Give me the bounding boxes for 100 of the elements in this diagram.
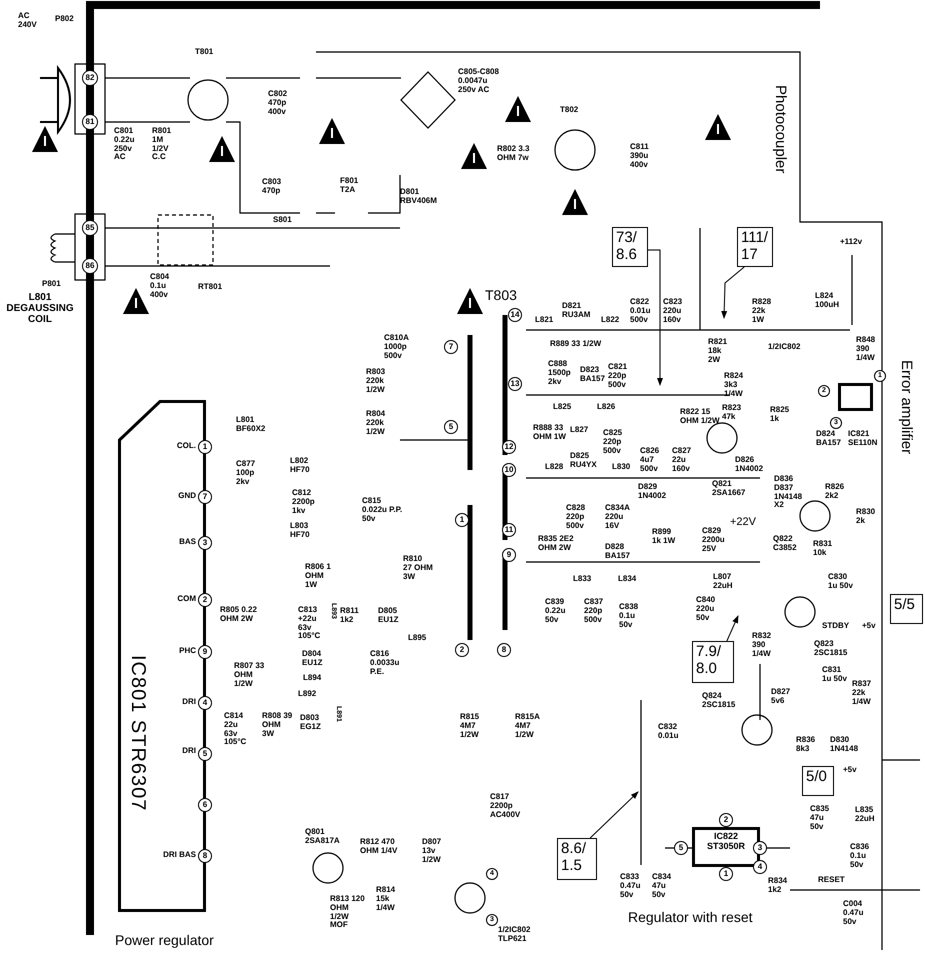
component-label: C805-C808 0.0047u 250v AC (458, 68, 500, 94)
component-label: R848 390 1/4W (856, 336, 876, 362)
component-label: 1/2IC802 (768, 343, 802, 352)
component-label: L826 (597, 403, 616, 412)
pin-number: 13 (508, 377, 522, 391)
component-label: R815 4M7 1/2W (460, 713, 480, 740)
pin-name: DRI (181, 698, 196, 707)
leader-line (726, 615, 738, 642)
component-label: L801 BF60X2 (236, 416, 266, 434)
component-label: C837 220p 500v (584, 598, 604, 624)
component-label: D804 EU1Z (302, 650, 324, 668)
pin-name: BAS (178, 538, 196, 547)
component-label: R888 33 OHM 1W (533, 424, 567, 442)
component-label: S801 (273, 216, 293, 225)
pin-name: COL. (176, 442, 196, 451)
component-label: R831 10k (813, 540, 834, 558)
ic-outline (118, 400, 206, 912)
component-label: IC821 SE110N (848, 430, 878, 448)
pin-number: 1 (719, 867, 733, 881)
pin-number: 4 (753, 860, 767, 874)
component-label: D805 EU1Z (378, 607, 400, 625)
component-label: D824 BA157 (816, 430, 842, 448)
component-label: C833 0.47u 50v (620, 873, 642, 900)
leader-line (648, 250, 663, 386)
pin-number: 9 (502, 548, 516, 562)
component-label: D803 EG1Z (300, 714, 322, 732)
component-label: C825 220p 500v (603, 429, 624, 456)
pin-number: 82 (82, 70, 98, 86)
component-label: D821 RU3AM (562, 302, 592, 320)
pin-number: 4 (198, 696, 212, 710)
component-label: C822 0.01u 500v (630, 298, 652, 324)
component-label: L894 (303, 674, 322, 683)
component-label: L830 (612, 463, 632, 472)
component-label: C827 22u 160v (672, 447, 692, 474)
component-label: C888 1500p 2kv (548, 360, 572, 386)
component-label: L895 (408, 634, 428, 643)
component-label: RESET (818, 876, 846, 885)
pin-name: GND (177, 492, 196, 501)
component-label: R801 1M 1/2V C.C (152, 127, 172, 162)
component-label: R834 1k2 (768, 877, 788, 895)
pin-number: 6 (198, 798, 212, 812)
component-label: R802 3.3 OHM 7w (497, 145, 530, 163)
component-label: 1/2IC802 TLP621 (498, 926, 532, 944)
component-label: D801 RBV406M (400, 188, 438, 206)
component-label: C815 0.022u P.P. 50v (362, 497, 404, 524)
pin-name: COM (176, 595, 196, 604)
section-title: T803 (485, 288, 517, 304)
component-label: C828 220p 500v (566, 504, 586, 530)
component-label: L828 (545, 463, 564, 472)
component-label: F801 T2A (340, 177, 360, 195)
component-label: C803 470p (262, 178, 282, 196)
pin-number: 7 (198, 490, 212, 504)
component-label: D830 1N4148 (830, 736, 860, 754)
component-label: R805 0.22 OHM 2W (220, 606, 258, 624)
component-label: C829 2200u 25V (702, 527, 726, 554)
component-label: C821 220p 500v (608, 363, 628, 390)
component-label: C812 2200p 1kv (292, 489, 316, 516)
component-label: R825 1k (770, 406, 790, 424)
pin-number: 11 (502, 523, 516, 537)
pin-number: 85 (82, 220, 98, 236)
component-label: L892 (298, 690, 318, 699)
component-label: L835 22uH (855, 806, 876, 824)
component-label: +5v (862, 622, 877, 631)
component-label: R837 22k 1/4W (852, 680, 872, 706)
component-label: R815A 4M7 1/2W (515, 713, 541, 740)
component-label: C838 0.1u 50v (619, 603, 640, 630)
component-label: C836 0.1u 50v (850, 843, 870, 870)
component-label: D825 RU4YX (570, 452, 598, 470)
component-label: R811 1k2 (340, 607, 360, 625)
component-label: C816 0.0033u P.E. (370, 650, 400, 676)
section-title: Error amplifier (898, 360, 915, 454)
component-label: L833 (573, 575, 592, 584)
component-label: C817 2200p AC400V (490, 793, 522, 820)
pin-number: 1 (198, 440, 212, 454)
component-label: D829 1N4002 (638, 483, 668, 501)
component-label: R803 220k 1/2W (366, 368, 386, 394)
pin-number: 5 (444, 420, 458, 434)
component-label: T802 (560, 106, 580, 115)
component-label: L834 (618, 575, 638, 584)
component-label: R814 15k 1/4W (376, 886, 396, 912)
component-label: D828 BA157 (605, 543, 631, 561)
component-label: C834A 220u 16V (605, 504, 631, 530)
component-label: R822 15 OHM 1/2W (680, 408, 720, 426)
component-label: R828 22k 1W (752, 298, 772, 324)
component-label: R835 2E2 OHM 2W (538, 535, 575, 553)
component-label: C804 0.1u 400v (150, 273, 170, 300)
component-label: Q823 2SC1815 (814, 640, 848, 658)
pin-number: 5 (198, 747, 212, 761)
component-label: L822 (601, 316, 620, 325)
pin-number: 12 (502, 440, 516, 454)
component-label: R806 1 OHM 1W (305, 563, 332, 590)
pin-number: 9 (198, 645, 212, 659)
pin-number: 3 (753, 841, 767, 855)
component-label: R804 220k 1/2W (366, 410, 386, 436)
component-label: Q821 2SA1667 (712, 480, 746, 498)
component-label: L801 DEGAUSSING COIL (5, 292, 75, 325)
component-label: L821 (535, 316, 554, 325)
component-label: +5v (843, 766, 858, 775)
component-label: R899 1k 1W (652, 528, 676, 546)
section-title: Regulator with reset (628, 910, 753, 926)
